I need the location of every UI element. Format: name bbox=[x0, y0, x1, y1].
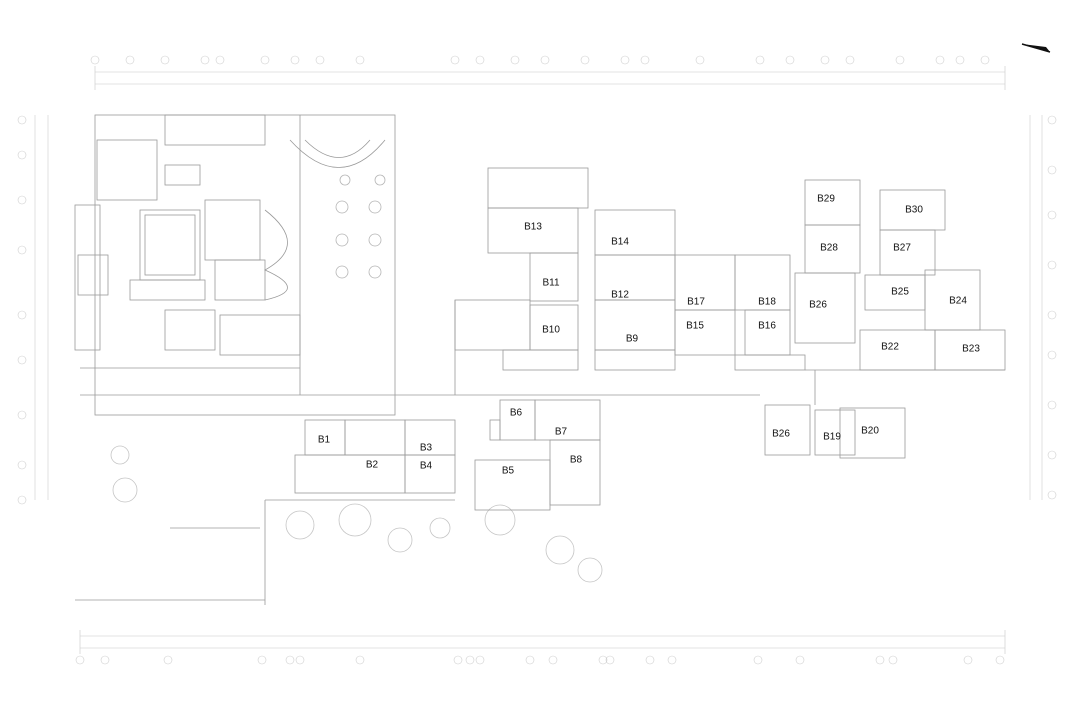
dining-tables bbox=[335, 174, 386, 279]
room-label-b15: B15 bbox=[686, 320, 704, 332]
room-label-b5: B5 bbox=[501, 465, 515, 477]
room-label-b20: B20 bbox=[861, 425, 879, 437]
room-label-b28: B28 bbox=[820, 242, 838, 254]
room-label-b30: B30 bbox=[905, 204, 923, 216]
top-dimension-lines bbox=[94, 66, 1006, 90]
room-label-b11: B11 bbox=[542, 277, 560, 289]
room-label-b1: B1 bbox=[317, 434, 331, 446]
room-label-b23: B23 bbox=[962, 343, 980, 355]
left-dimension-lines bbox=[17, 115, 49, 505]
west-block-walls bbox=[74, 114, 455, 605]
room-label-b3: B3 bbox=[419, 442, 433, 454]
room-label-b27: B27 bbox=[893, 242, 911, 254]
room-label-b24: B24 bbox=[949, 295, 967, 307]
top-grid-bubbles bbox=[90, 55, 990, 65]
room-label-b14: B14 bbox=[611, 236, 629, 248]
room-label-b6: B6 bbox=[509, 407, 523, 419]
room-label-b7: B7 bbox=[554, 426, 568, 438]
room-label-b19: B19 bbox=[823, 431, 841, 443]
bottom-dimension-lines bbox=[79, 630, 1006, 654]
room-label-b18: B18 bbox=[758, 296, 776, 308]
bottom-grid-bubbles bbox=[75, 655, 1005, 665]
north-arrow-icon bbox=[1021, 43, 1051, 53]
room-label-b4: B4 bbox=[419, 460, 433, 472]
rooms-b1-b4 bbox=[294, 419, 456, 494]
east-rooms bbox=[764, 179, 1006, 459]
room-label-b22: B22 bbox=[881, 341, 899, 353]
room-label-b26-lower: B26 bbox=[772, 428, 790, 440]
room-label-b16: B16 bbox=[758, 320, 776, 332]
room-label-b29: B29 bbox=[817, 193, 835, 205]
room-label-b13: B13 bbox=[524, 221, 542, 233]
room-label-b9: B9 bbox=[625, 333, 639, 345]
room-label-b2: B2 bbox=[365, 459, 379, 471]
right-dimension-lines bbox=[1029, 115, 1057, 500]
room-label-b25: B25 bbox=[891, 286, 909, 298]
rooms-b5-b8 bbox=[474, 399, 601, 511]
room-label-b10: B10 bbox=[542, 324, 560, 336]
room-label-b17: B17 bbox=[687, 296, 705, 308]
room-label-b12: B12 bbox=[611, 289, 629, 301]
landscape-trees bbox=[110, 445, 603, 583]
central-rooms bbox=[454, 167, 806, 396]
room-label-b8: B8 bbox=[569, 454, 583, 466]
room-label-b26-upper: B26 bbox=[809, 299, 827, 311]
